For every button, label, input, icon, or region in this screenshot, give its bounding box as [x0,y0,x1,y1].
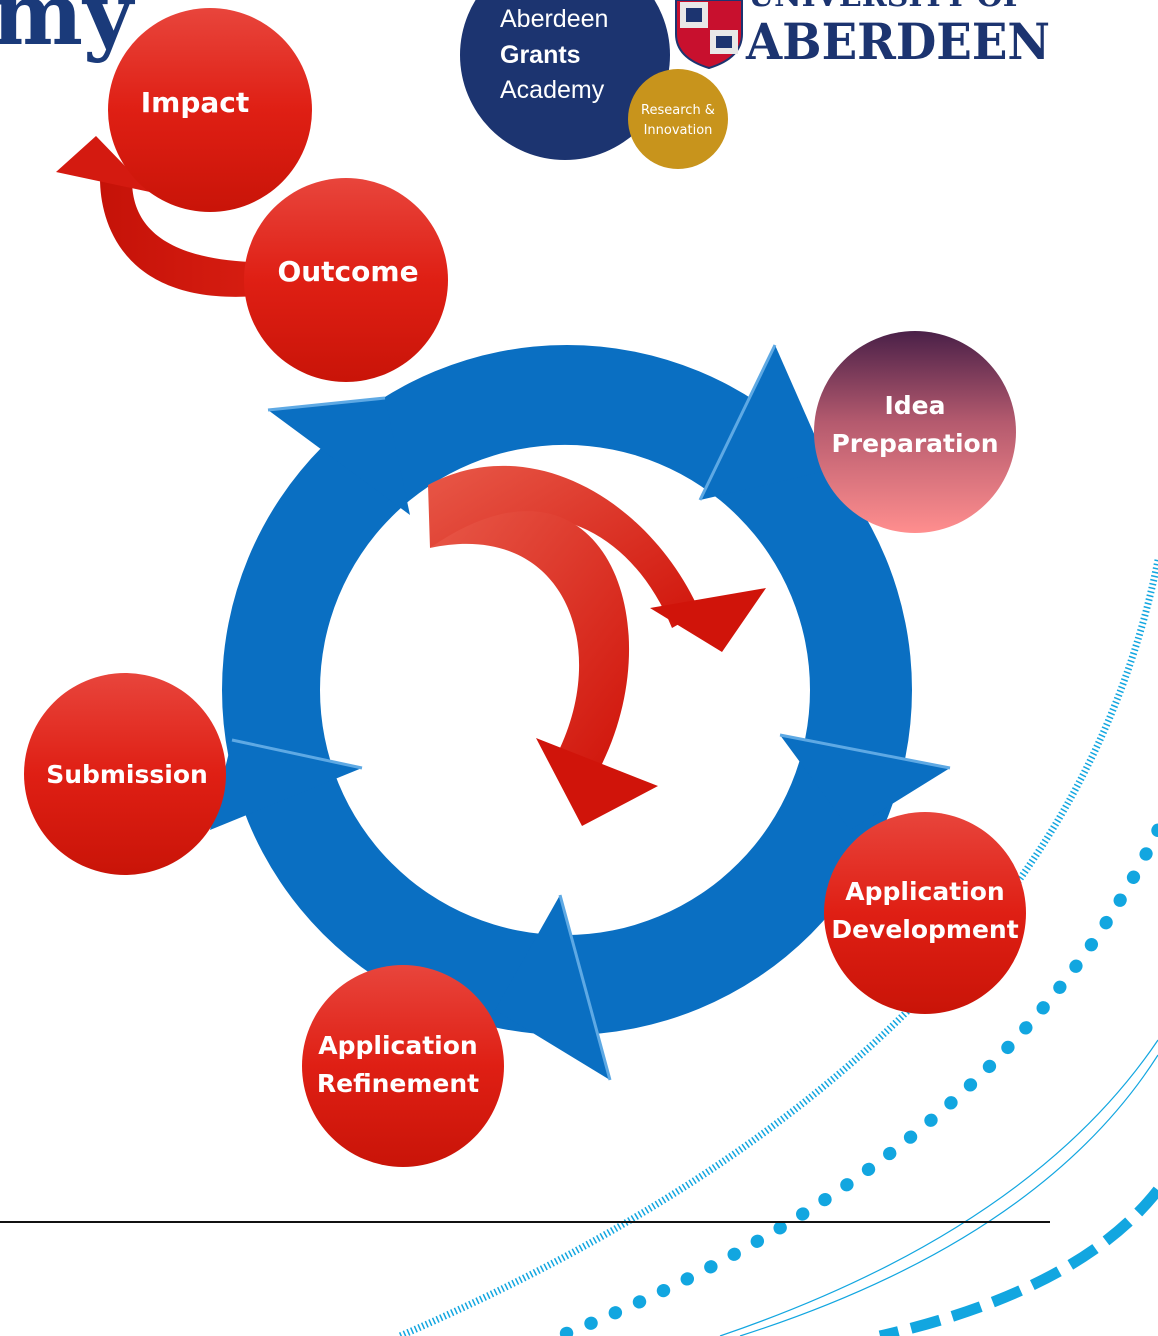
grants-academy-logo: Aberdeen Grants Academy Research & Innov… [460,0,728,169]
stage-idea-preparation: Idea Preparation [814,331,1016,533]
badge-line1: Research & [641,103,715,118]
inner-arrow-right [428,465,766,652]
stage-submission: Submission [24,673,226,875]
academy-line2: Grants [500,41,581,69]
university-name: ABERDEEN [745,12,1050,71]
stage-application-refinement: Application Refinement [302,965,504,1167]
stage-refinement-line1: Application [318,1031,477,1060]
outcome-to-impact-arrow [56,136,268,297]
inner-arrow-down [430,511,658,826]
stage-submission-label: Submission [46,760,208,789]
impact-label: Impact [141,86,250,119]
stage-idea-line2: Preparation [831,429,998,458]
stage-development-line2: Development [831,915,1018,944]
university-crest-icon [675,0,743,70]
stage-refinement-line2: Refinement [317,1069,479,1098]
cycle-ring [210,344,951,1081]
decorative-swooshes [398,559,1158,1336]
outcome-node: Outcome [244,178,448,382]
page-title-fragment: my [0,0,133,65]
badge-line2: Innovation [644,123,713,138]
stage-idea-line1: Idea [884,391,945,420]
impact-node: Impact [108,8,312,212]
university-top-line: UNIVERSITY OF [748,0,1024,14]
stage-application-development: Application Development [824,812,1026,1014]
stage-development-line1: Application [845,877,1004,906]
academy-line3: Academy [500,76,605,104]
academy-line1: Aberdeen [500,5,608,33]
outcome-label: Outcome [277,255,418,288]
university-logo: UNIVERSITY OF ABERDEEN [675,0,1050,71]
